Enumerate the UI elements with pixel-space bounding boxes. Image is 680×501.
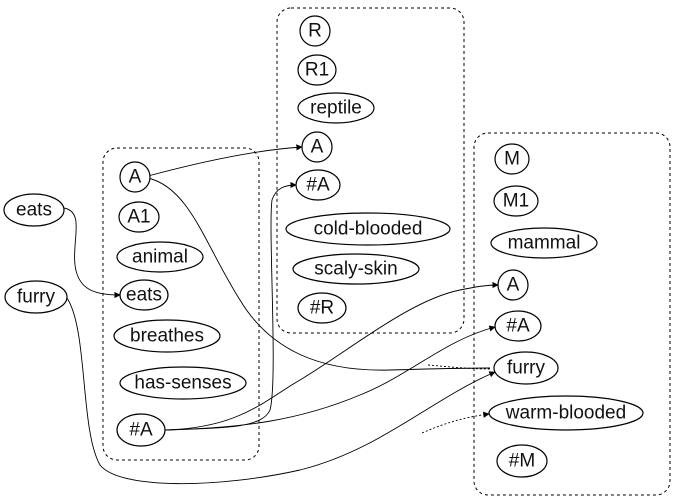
svg-text:#A: #A [306,175,330,196]
reptile-cluster [276,7,465,334]
svg-text:scaly-skin: scaly-skin [314,259,397,280]
svg-text:A: A [129,167,142,188]
node-R1: R1 [297,54,337,86]
edge-dotted-to-furry [427,364,491,370]
svg-text:animal: animal [132,247,188,268]
svg-text:R: R [308,21,322,42]
node-scaly-skin: scaly-skin [292,253,420,285]
svg-text:reptile: reptile [310,98,362,119]
edge-hashA-to-mammal-hashA [164,325,496,431]
node-furry-outside: furry [4,280,68,314]
node-M1: M1 [493,185,539,217]
svg-text:R1: R1 [305,60,329,81]
edge-furry-to-mammal-furry [66,297,496,485]
node-A1: A1 [118,201,160,233]
svg-text:warm-blooded: warm-blooded [505,403,626,424]
svg-text:M1: M1 [503,191,529,212]
svg-text:furry: furry [17,287,56,308]
edges [63,144,499,485]
node-A: A [119,161,151,193]
svg-text:has-senses: has-senses [134,373,231,394]
node-M: M [494,143,530,175]
svg-text:#A: #A [506,316,530,337]
svg-text:A1: A1 [127,207,150,228]
svg-text:M: M [504,149,520,170]
svg-text:mammal: mammal [508,233,581,254]
edge-A-to-reptile-A [147,144,303,177]
svg-text:A: A [507,275,520,296]
svg-text:furry: furry [507,358,546,379]
node-hashA: #A [116,413,166,447]
edge-eats-to-eats [63,207,121,299]
node-hashR: #R [297,292,347,324]
svg-text:breathes: breathes [130,326,204,347]
node-mammal-A: A [497,269,529,301]
svg-text:#A: #A [129,420,153,441]
node-mammal: mammal [490,227,598,259]
node-cold-blooded: cold-blooded [285,212,451,246]
mammal-cluster [473,132,671,496]
edge-A-to-mammal-furry [147,177,491,371]
node-reptile: reptile [297,92,375,124]
svg-text:eats: eats [126,285,162,306]
node-R: R [299,15,331,47]
node-hashM: #M [496,444,548,478]
node-has-senses: has-senses [119,366,247,400]
node-furry: furry [493,351,559,385]
edge-hashA-to-mammal-A [164,281,499,431]
node-reptile-hashA: #A [295,169,341,201]
node-reptile-A: A [301,131,333,163]
svg-text:#M: #M [509,451,535,472]
node-mammal-hashA: #A [494,310,542,342]
node-warm-blooded: warm-blooded [488,395,644,431]
svg-text:A: A [311,137,324,158]
svg-text:#R: #R [310,298,334,319]
node-eats: eats [119,279,169,311]
node-animal: animal [116,241,204,273]
edge-dotted-to-warm-blooded [421,411,490,434]
svg-text:cold-blooded: cold-blooded [314,219,423,240]
node-breathes: breathes [113,319,221,353]
svg-text:eats: eats [16,200,52,221]
node-eats-outside: eats [3,193,65,227]
